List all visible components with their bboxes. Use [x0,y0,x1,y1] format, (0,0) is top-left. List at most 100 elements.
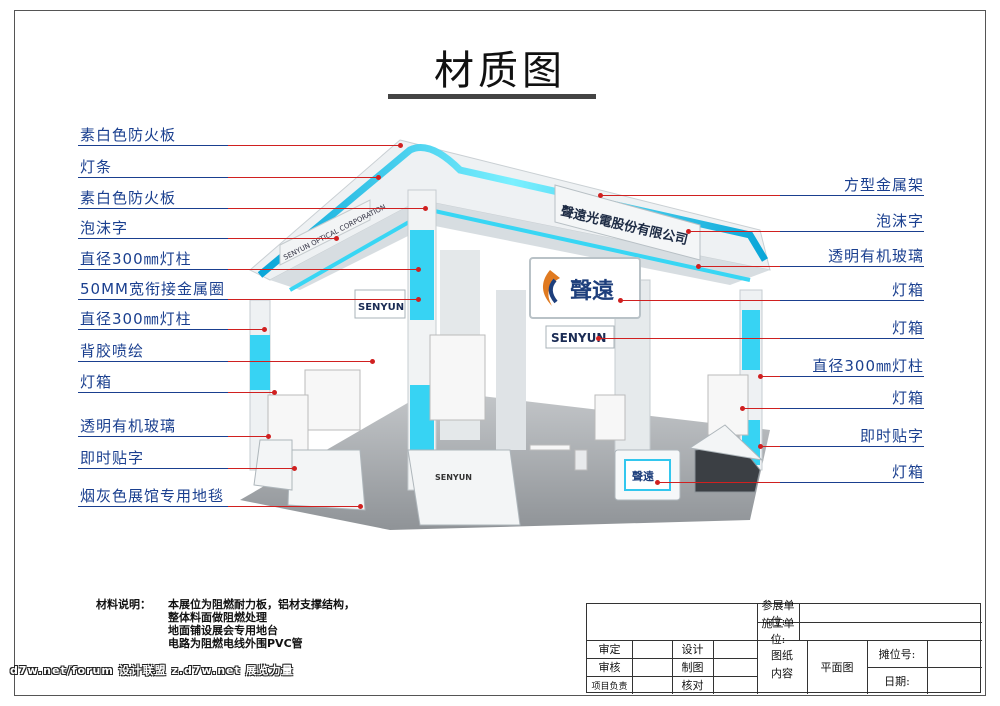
right-callout-leader [620,300,780,301]
left-callout-leader [228,436,268,437]
notes-line: 整体料面做阻燃处理 [168,611,267,624]
left-callout-leader [228,506,360,507]
left-callout-leader [228,299,418,300]
title-underline [388,94,596,99]
right-callout-label: 灯箱 [891,319,924,337]
light-column [250,335,270,390]
check-label: 核对 [681,679,704,692]
right-callout-leader [600,195,780,196]
right-callout-underline [780,266,924,267]
right-callout-point [740,406,745,411]
right-callout-leader [598,338,780,339]
left-callout-underline [78,238,228,239]
right-callout-label: 灯箱 [891,463,924,481]
right-callout-label: 泡沫字 [875,212,924,230]
company-fascia [554,184,701,261]
right-callout-underline [780,446,924,447]
graphic-panel [429,334,486,421]
date-label: 日期: [884,674,910,688]
left-callout-leader [228,392,274,393]
left-callout-underline [78,329,228,330]
brand-counter-text: 聲遠 [632,469,654,483]
display-counter [407,449,521,526]
right-callout-underline [780,195,924,196]
left-callout-leader [228,177,378,178]
senyun-sign-text: SENYUN [358,302,404,313]
back-pillar [496,290,526,450]
right-callout-point [655,480,660,485]
content-label-1: 图纸 [771,649,793,662]
right-callout-underline [780,482,924,483]
left-callout-point [292,466,297,471]
page-title: 材质图 [434,48,566,94]
logo-lightbox [529,257,641,319]
dark-counter-top [688,424,764,461]
notes-heading: 材料说明： [96,598,151,611]
left-callout-label: 直径300㎜灯柱 [80,310,192,328]
right-callout-leader [760,446,780,447]
left-callout-point [358,504,363,509]
left-callout-point [376,175,381,180]
counter-text: SENYUN [435,473,472,482]
drawing-frame [14,10,986,696]
chair [574,449,588,471]
material-notes: 材料说明：本展位为阻燃耐力板，铝材支撑结构， 整体料面做阻燃处理 地面铺设展会专… [96,598,355,650]
graphic-panel [594,394,626,441]
right-callout-label: 直径300㎜灯柱 [812,357,924,375]
right-callout-label: 方型金属架 [843,176,924,194]
brand-counter-box [624,459,671,491]
right-callout-leader [688,231,780,232]
left-callout-point [423,206,428,211]
corp-fascia [279,199,371,266]
left-callout-label: 直径300㎜灯柱 [80,250,192,268]
right-callout-underline [780,300,924,301]
left-callout-label: 即时贴字 [80,449,145,467]
left-callout-point [416,297,421,302]
left-callout-underline [78,177,228,178]
right-callout-label: 透明有机玻璃 [827,247,924,265]
left-callout-label: 烟灰色展馆专用地毯 [80,487,225,505]
left-callout-label: 背胶喷绘 [80,342,145,360]
left-callout-underline [78,208,228,209]
draw-label: 制图 [681,661,704,674]
left-callout-leader [228,361,372,362]
logo-mark [542,270,560,306]
right-callout-leader [760,376,780,377]
left-callout-point [262,327,267,332]
booth-no-label: 摊位号: [878,647,916,661]
left-callout-underline [78,361,228,362]
right-callout-leader [657,482,780,483]
roof-underside [270,200,770,290]
light-strip [257,144,769,278]
right-callout-leader [698,266,780,267]
graphic-panel [707,374,749,436]
right-callout-point [758,444,763,449]
left-callout-leader [228,468,294,469]
constructor-label: 施工单位: [761,617,795,646]
booth-rendering: 聲遠光電股份有限公司 SENYUN OPTICAL CORPORATION 聲遠… [240,139,771,530]
left-callout-underline [78,506,228,507]
left-callout-point [272,390,277,395]
logo-brand: 聲遠 [570,278,614,304]
left-callout-underline [78,269,228,270]
notes-line: 本展位为阻燃耐力板，铝材支撑结构， [168,598,355,611]
lead-label: 项目负责 [591,681,628,692]
display-counter [287,449,366,511]
left-callout-point [266,434,271,439]
left-callout-point [334,236,339,241]
left-callout-label: 素白色防火板 [80,126,177,144]
right-callout-underline [780,338,924,339]
right-callout-point [618,298,623,303]
graphic-panel [304,369,361,431]
table [529,444,571,451]
design-label: 设计 [681,643,704,656]
notes-line: 电路为阻燃电线外围PVC管 [168,637,303,650]
left-callout-label: 灯箱 [80,373,113,391]
light-column [742,310,760,370]
right-callout-leader [742,408,780,409]
right-callout-label: 即时贴字 [859,427,924,445]
left-callout-underline [78,145,228,146]
left-callout-label: 50MM宽衔接金属圈 [80,280,225,298]
left-callout-underline [78,468,228,469]
plan-label: 平面图 [820,661,854,674]
